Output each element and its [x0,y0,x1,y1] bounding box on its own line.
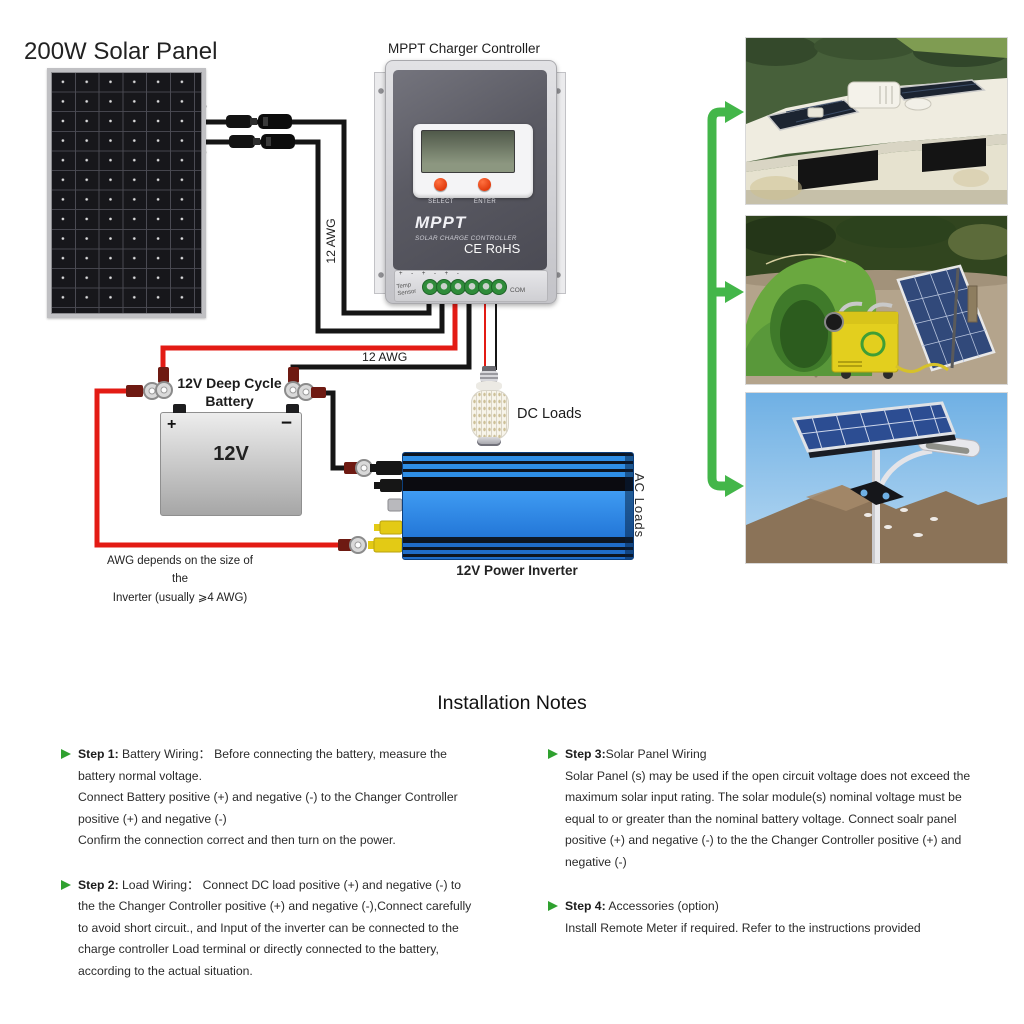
pv-wire-gauge-label: 12 AWG [324,218,338,264]
inverter-image [402,452,634,560]
terminal-polarity-marks: + - + - + - [399,271,463,277]
terminal-strip [394,270,548,302]
battery-wire-gauge-label: 12 AWG [362,350,408,364]
step-4-label: Step 4: [565,899,606,913]
bulb-screw-base [480,371,498,382]
battery-voltage-label: 12V [213,443,249,465]
bulb-neck [476,381,502,391]
inverter-bottom-fins [403,540,633,559]
step-4-text: Accessories (option) Install Remote Mete… [565,899,921,935]
step-bullet-icon [61,749,71,759]
controller-brand-subtitle: SOLAR CHARGE CONTROLLER [415,235,517,242]
step-2-text: Load Wiring： Connect DC load positive (+… [78,877,472,978]
solar-cells [52,73,201,313]
select-button-label: SELECT [428,199,454,205]
ce-rohs-mark: CE RoHS [464,241,521,256]
step-bullet-icon [548,901,558,911]
battery-image: + − 12V [160,404,302,516]
inverter-black-band [403,477,633,491]
step-1-text: Battery Wiring： Before connecting the ba… [78,747,458,847]
ac-loads-label: AC Loads [632,473,647,539]
mc4-connector-icon [226,114,292,129]
step-1: Step 1: Battery Wiring： Before connectin… [61,744,518,852]
notes-title: Installation Notes [437,692,587,714]
battery-title: 12V Deep Cycle Battery [177,375,282,410]
photo-solar-street-light [745,392,1008,564]
inverter-label: 12V Power Inverter [456,563,578,578]
select-button [434,178,447,191]
inverter-right-edge [625,453,633,559]
battery-plus-mark: + [167,416,177,433]
enter-button-label: ENTER [473,199,497,205]
dc-loads-label: DC Loads [517,406,582,422]
step-bullet-icon [61,879,71,890]
inverter-face [403,491,633,537]
rv-photo-art [746,38,1007,204]
photo-portable-solar-camping-setup [745,215,1008,385]
bulb-bottom-cap [477,437,501,446]
step-2: Step 2: Load Wiring： Connect DC load pos… [61,875,518,983]
bulb-contact-tip [482,366,496,373]
camping-photo-art [746,216,1007,384]
com-port-label: COM [510,287,526,294]
notes-left-column: Step 1: Battery Wiring： Before connectin… [61,744,518,1005]
step-3-text: Solar Panel Wiring Solar Panel (s) may b… [565,747,971,869]
bulb-led-body [471,390,509,440]
battery-positive-post [173,404,186,413]
application-arrows-icon [707,101,744,497]
mppt-controller-image: SELECT ENTER MPPT SOLAR CHARGE CONTROLLE… [374,58,566,304]
controller-title: MPPT Charger Controller [388,41,541,56]
inverter-terminal-icons [338,459,403,554]
solar-panel-image [47,68,206,318]
step-3: Step 3:Solar Panel Wiring Solar Panel (s… [548,744,1017,873]
enter-button [478,178,491,191]
inverter-groove [403,537,633,540]
inverter-awg-note: AWG depends on the size of the Inverter … [107,555,253,604]
battery-minus-mark: − [280,413,292,434]
street-light-photo-art [746,393,1007,563]
temp-sensor-label: Temp Sensor [396,282,417,297]
panel-title: 200W Solar Panel [24,38,218,65]
mc4-connector-icon [229,134,295,149]
step-2-label: Step 2: [78,877,119,892]
photo-solar-panels-on-rv-roof [745,37,1008,205]
battery-negative-post [286,404,299,413]
dc-load-bulb-image [471,366,509,450]
controller-lcd-screen [421,130,515,173]
step-4: Step 4: Accessories (option) Install Rem… [548,896,1017,939]
notes-right-column: Step 3:Solar Panel Wiring Solar Panel (s… [548,744,1017,962]
terminal-load-minus [491,279,507,295]
step-1-label: Step 1: [78,747,119,761]
step-bullet-icon [548,749,558,759]
controller-brand: MPPT [415,213,467,232]
controller-mount-flange [374,72,389,294]
step-3-label: Step 3: [565,747,606,761]
inverter-top-fins [403,453,633,477]
